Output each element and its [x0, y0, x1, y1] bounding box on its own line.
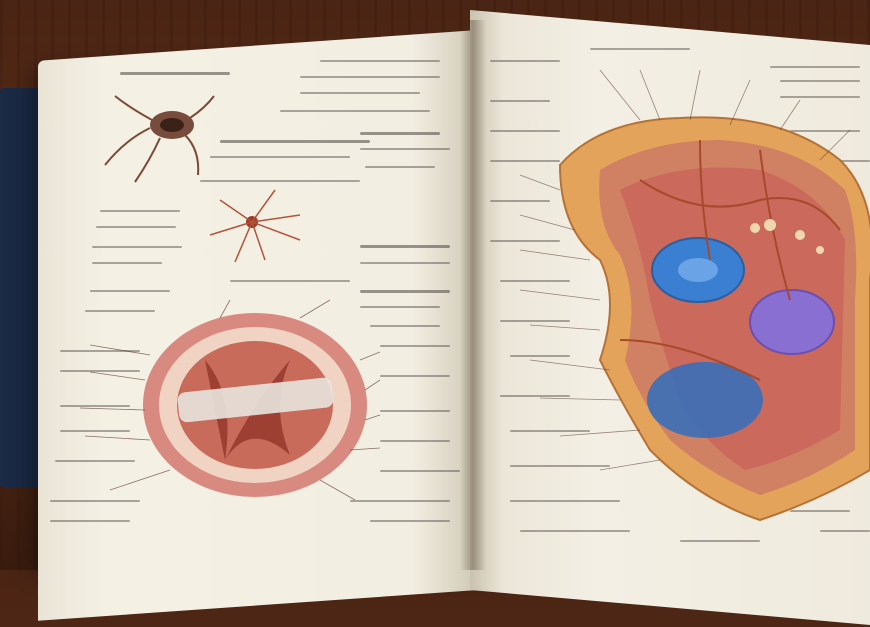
vessel-cross-section-icon	[79, 299, 381, 501]
neuron-icon	[104, 95, 215, 183]
neuron-icon	[209, 189, 301, 263]
book-cover-edge	[0, 88, 40, 488]
illustrations	[79, 69, 870, 522]
book-gutter	[460, 20, 486, 570]
tissue-block-icon	[519, 69, 870, 522]
